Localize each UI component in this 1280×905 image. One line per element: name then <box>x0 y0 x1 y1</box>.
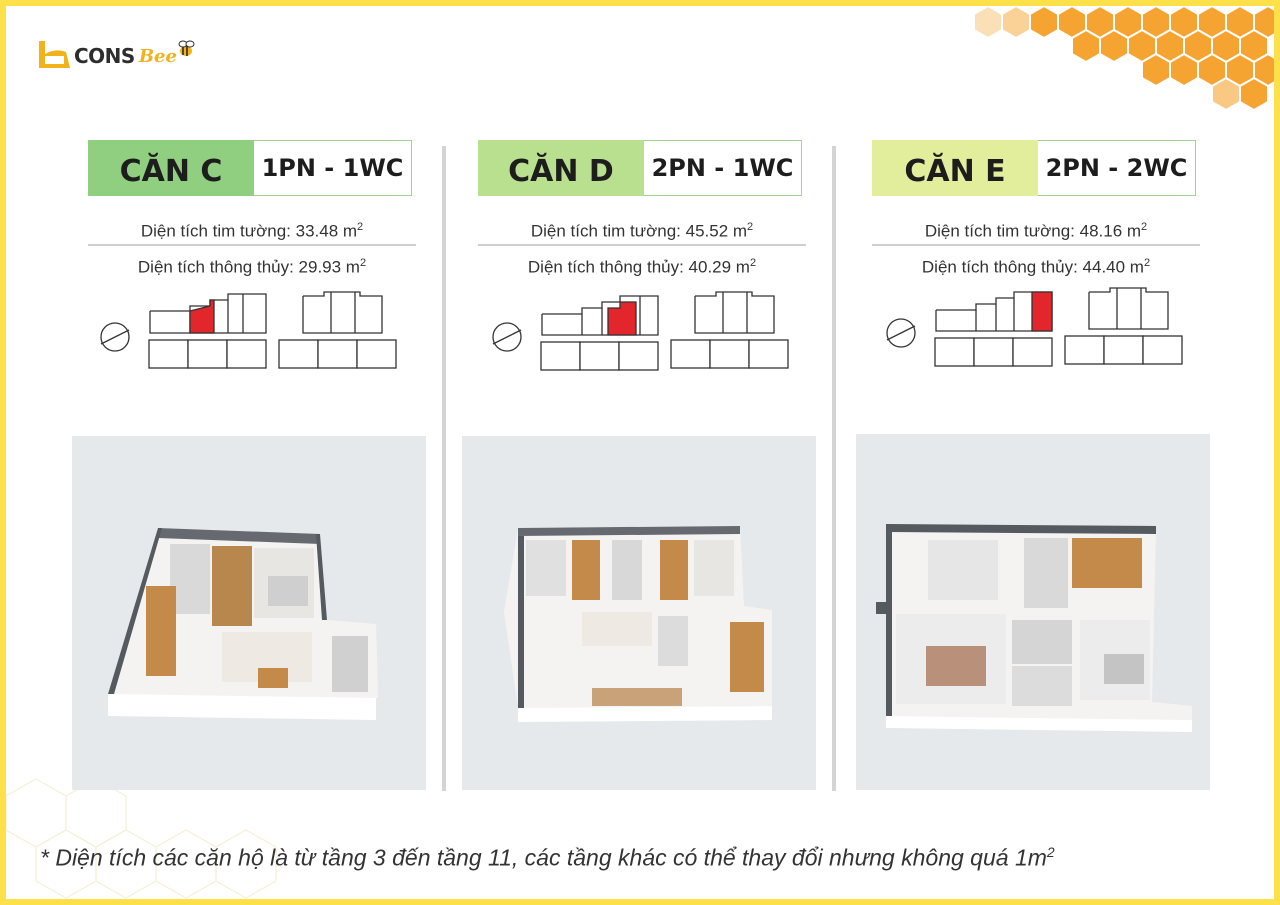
column-divider <box>832 146 836 791</box>
unit-card-e: CĂN E 2PN - 2WC Diện tích tim tường: 48.… <box>872 140 1200 280</box>
floorplan-render-d <box>462 436 816 790</box>
highlighted-unit <box>1031 291 1053 332</box>
logo-mark-icon <box>39 41 70 68</box>
unit-name: CĂN C <box>88 140 254 196</box>
wall-area: Diện tích tim tường: 33.48 m2 <box>140 221 364 241</box>
key-plan-e <box>886 287 1183 367</box>
unit-type: 2PN - 1WC <box>644 140 802 196</box>
row-separator <box>872 244 1200 246</box>
unit-card-d: CĂN D 2PN - 1WC Diện tích tim tường: 45.… <box>478 140 806 280</box>
highlighted-unit <box>189 299 215 334</box>
honeycomb-decoration <box>973 6 1274 111</box>
net-area: Diện tích thông thủy: 40.29 m2 <box>527 256 757 277</box>
brand-name: CONS <box>74 44 135 68</box>
unit-badge: CĂN E 2PN - 2WC <box>872 140 1200 196</box>
net-area: Diện tích thông thủy: 44.40 m2 <box>921 256 1151 277</box>
row-separator <box>88 244 416 246</box>
unit-name: CĂN E <box>872 140 1038 196</box>
highlighted-unit <box>607 301 637 336</box>
brand-logo: CONS Bee <box>36 34 197 78</box>
column-divider <box>442 146 446 791</box>
unit-type: 1PN - 1WC <box>254 140 412 196</box>
footnote: * Diện tích các căn hộ là từ tầng 3 đến … <box>40 844 1055 871</box>
key-plan-d <box>492 291 789 371</box>
unit-card-c: CĂN C 1PN - 1WC Diện tích tim tường: 33.… <box>88 140 416 280</box>
row-separator <box>478 244 806 246</box>
bee-icon <box>178 40 195 56</box>
honeycomb-outline-decoration <box>6 778 277 899</box>
wall-area: Diện tích tim tường: 45.52 m2 <box>530 221 754 241</box>
unit-name: CĂN D <box>478 140 644 196</box>
wall-area: Diện tích tim tường: 48.16 m2 <box>924 221 1148 241</box>
net-area: Diện tích thông thủy: 29.93 m2 <box>137 256 367 277</box>
key-plan-c <box>100 291 397 369</box>
floorplan-render-c <box>72 436 426 790</box>
unit-type: 2PN - 2WC <box>1038 140 1196 196</box>
page: CONS Bee CĂN C 1PN - 1WC Diện tích tim t… <box>6 6 1274 899</box>
brand-suffix: Bee <box>138 45 177 67</box>
unit-badge: CĂN D 2PN - 1WC <box>478 140 806 196</box>
unit-badge: CĂN C 1PN - 1WC <box>88 140 416 196</box>
floorplan-render-e <box>856 434 1210 790</box>
